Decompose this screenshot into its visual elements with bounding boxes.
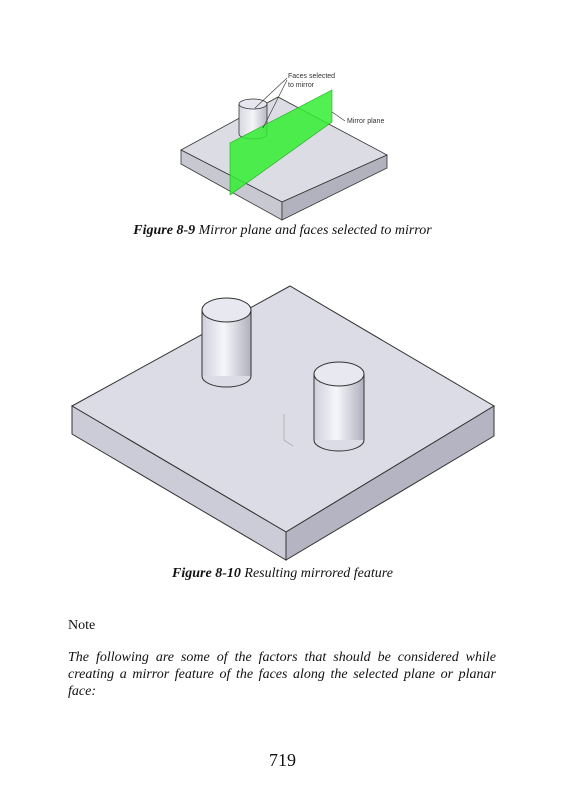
mirror-plane <box>229 89 333 196</box>
figure-8-10-caption: Figure 8-10 Resulting mirrored feature <box>0 566 565 582</box>
cylinder-mirrored <box>313 361 365 452</box>
page-number: 719 <box>269 750 296 770</box>
caption-label: Figure 8-9 <box>133 223 196 238</box>
figure-8-9-illustration: Faces selected to mirror Mirror plane <box>180 73 388 221</box>
caption-text: Mirror plane and faces selected to mirro… <box>195 223 432 238</box>
cylinder-original <box>201 297 252 388</box>
callout-to-mirror: to mirror <box>288 82 315 89</box>
figure-8-10-illustration <box>70 285 495 561</box>
caption-label: Figure 8-10 <box>172 566 241 581</box>
note-text: The following are some of the factors th… <box>68 650 496 699</box>
callout-mirror-plane: Mirror plane <box>347 118 384 125</box>
base-right-face <box>285 405 495 561</box>
figure-8-9-caption: Figure 8-9 Mirror plane and faces select… <box>0 223 565 239</box>
callout-faces-selected: Faces selected <box>288 73 335 80</box>
base-top-face <box>70 285 495 533</box>
caption-text: Resulting mirrored feature <box>240 566 393 581</box>
note-label: Note <box>68 618 96 633</box>
base-right-face <box>281 154 388 221</box>
